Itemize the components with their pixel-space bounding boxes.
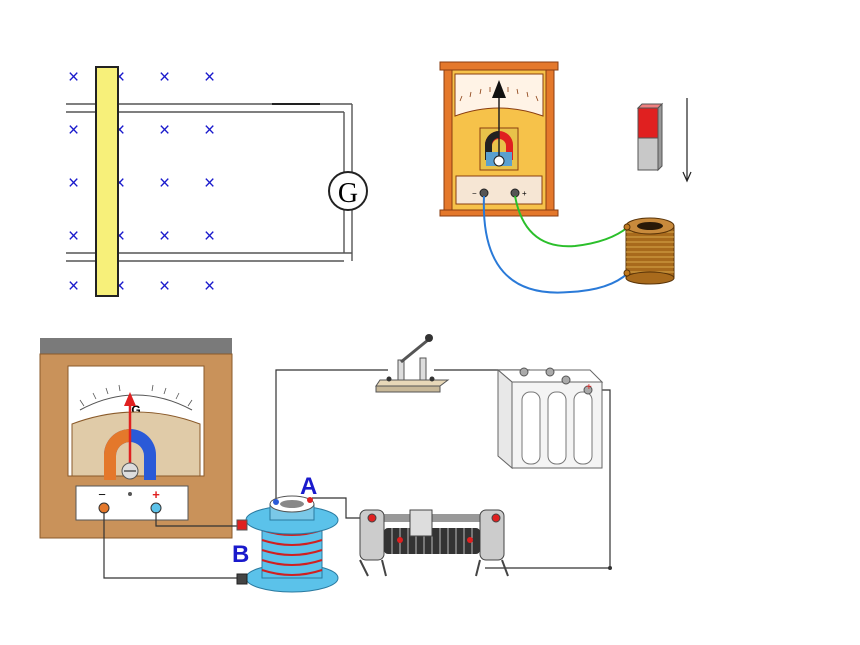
field-mark: × bbox=[159, 276, 170, 297]
battery-plus-label: + bbox=[586, 382, 592, 393]
field-mark: × bbox=[114, 67, 125, 88]
field-mark: × bbox=[204, 173, 215, 194]
rheostat-slider[interactable] bbox=[409, 509, 433, 537]
galvanometer-label: G bbox=[338, 178, 358, 209]
minus-label: − bbox=[472, 189, 477, 198]
battery: + bbox=[496, 367, 604, 470]
galvanometer-symbol: G bbox=[328, 171, 368, 211]
bar-magnet[interactable] bbox=[636, 102, 664, 172]
coil-2 bbox=[623, 217, 675, 285]
minus-terminal[interactable] bbox=[98, 502, 110, 514]
field-mark: × bbox=[114, 173, 125, 194]
needle-icon bbox=[492, 80, 506, 98]
magnetic-field-marks: × × × × × × × × × × × × × × × × × × × × bbox=[68, 67, 215, 297]
field-mark: × bbox=[68, 173, 79, 194]
knife-switch[interactable] bbox=[375, 334, 450, 393]
plus-label: + bbox=[152, 487, 160, 502]
field-mark: × bbox=[159, 226, 170, 247]
field-mark: × bbox=[114, 276, 125, 297]
field-mark: × bbox=[114, 226, 125, 247]
galvanometer-3: G − + bbox=[39, 338, 233, 539]
down-arrow-icon bbox=[682, 98, 692, 183]
field-mark: × bbox=[68, 120, 79, 141]
needle-tip-icon bbox=[124, 392, 136, 406]
field-mark: × bbox=[204, 276, 215, 297]
field-mark: × bbox=[68, 67, 79, 88]
minus-label: − bbox=[98, 487, 106, 502]
panel-magnet-coil: − + bbox=[439, 61, 692, 294]
sliding-rod[interactable] bbox=[95, 66, 119, 297]
galvanometer-2: − + bbox=[439, 61, 559, 217]
rheostat[interactable] bbox=[359, 509, 509, 577]
minus-terminal[interactable] bbox=[479, 188, 489, 198]
field-mark: × bbox=[204, 120, 215, 141]
plus-terminal[interactable] bbox=[510, 188, 520, 198]
panel-induction-circuit: G − + bbox=[39, 334, 612, 593]
field-mark: × bbox=[68, 276, 79, 297]
plus-terminal[interactable] bbox=[150, 502, 162, 514]
coil-assembly: A B bbox=[232, 473, 339, 593]
green-wire bbox=[514, 195, 629, 248]
field-mark: × bbox=[159, 120, 170, 141]
coil-label-b: B bbox=[232, 541, 249, 568]
meter-letter: G bbox=[131, 403, 140, 417]
coil-label-a: A bbox=[300, 473, 317, 500]
blue-wire bbox=[482, 195, 629, 294]
field-mark: × bbox=[159, 67, 170, 88]
panel-rail-circuit: × × × × × × × × × × × × × × × × × × × × bbox=[66, 66, 368, 297]
field-mark: × bbox=[204, 67, 215, 88]
field-mark: × bbox=[204, 226, 215, 247]
field-mark: × bbox=[159, 173, 170, 194]
field-mark: × bbox=[114, 120, 125, 141]
field-mark: × bbox=[68, 226, 79, 247]
plus-label: + bbox=[522, 189, 527, 198]
